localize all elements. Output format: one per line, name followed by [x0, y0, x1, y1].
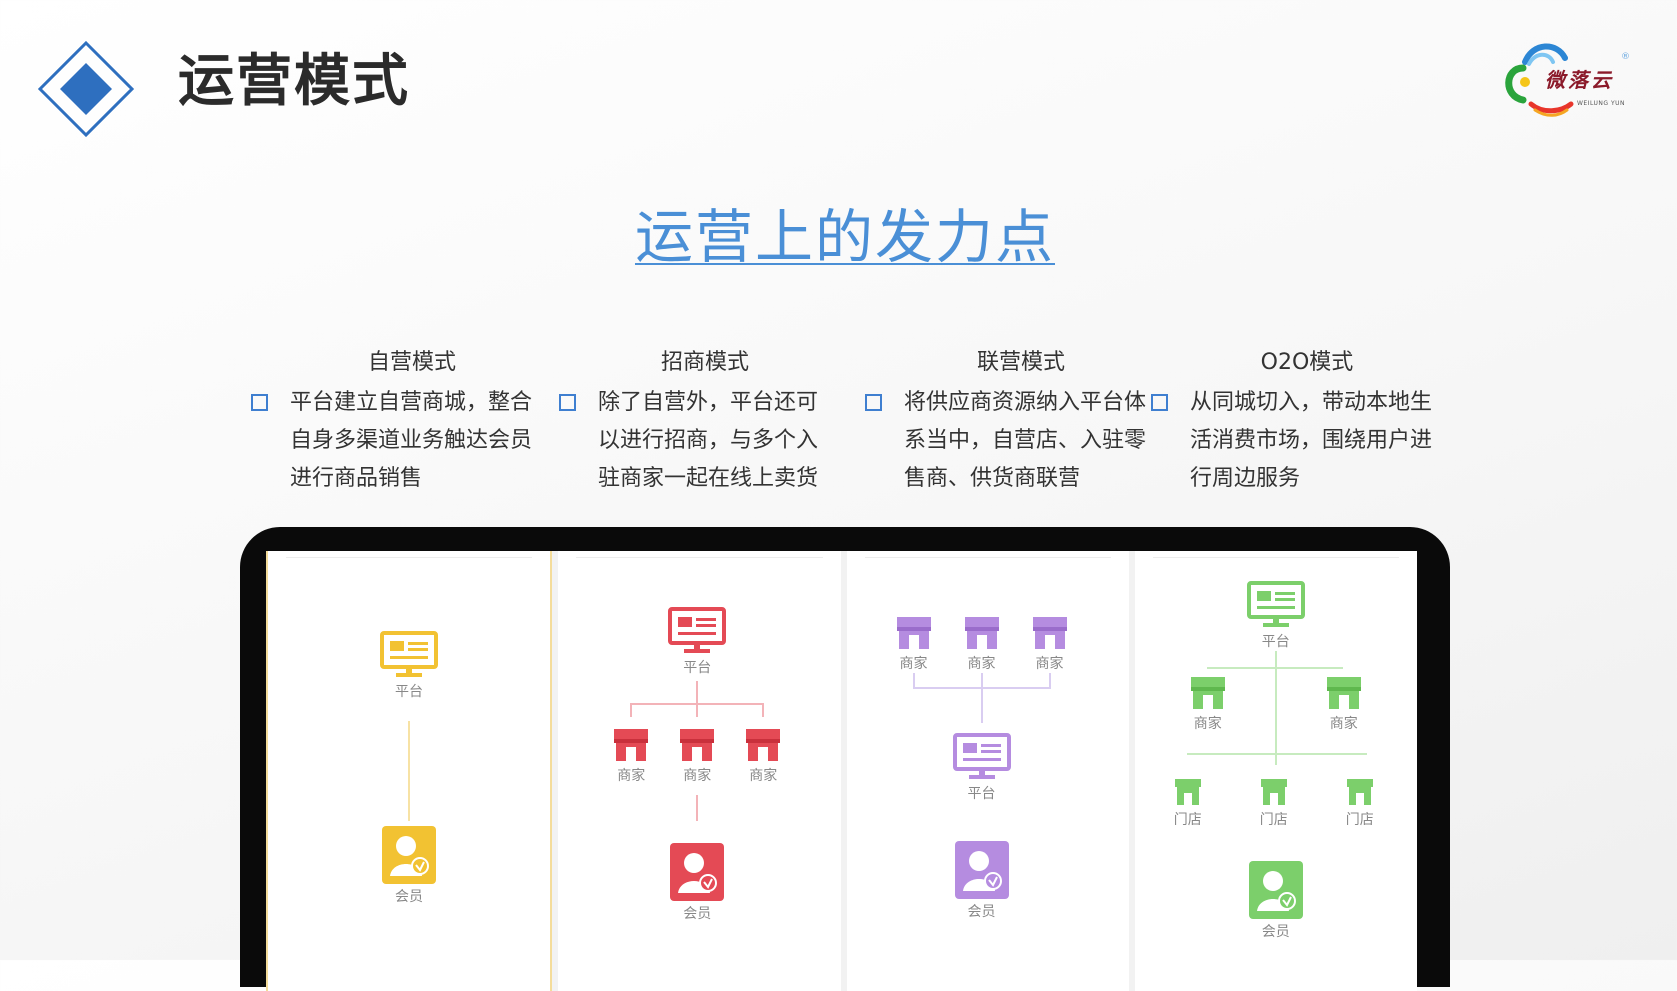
mode-description: 除了自营外，平台还可以进行招商，与多个入驻商家一起在线上卖货	[598, 390, 819, 491]
mode-o2o: O2O模式 从同城切入，带动本地生活消费市场，围绕用户进行周边服务	[1150, 348, 1440, 498]
shop-icon	[680, 729, 715, 761]
monitor-icon	[668, 607, 727, 653]
platform-label: 平台	[1261, 634, 1290, 650]
shop-icon	[896, 617, 931, 649]
merchant-node: 商家	[1031, 615, 1069, 673]
store-node: 门店	[1345, 777, 1375, 829]
merchant-node: 商家	[744, 727, 782, 785]
member-node: 会员	[382, 826, 436, 906]
merchant-label: 商家	[1035, 656, 1064, 672]
merchant-label: 商家	[749, 768, 778, 784]
merchant-label: 商家	[683, 768, 712, 784]
member-label: 会员	[967, 904, 996, 920]
platform-node: 平台	[1246, 581, 1305, 651]
shop-icon	[1190, 677, 1225, 709]
checkbox-bullet-icon	[251, 394, 268, 411]
member-label: 会员	[683, 906, 712, 922]
store-label: 门店	[1173, 812, 1202, 828]
merchant-node: 商家	[612, 727, 650, 785]
store-label: 门店	[1345, 812, 1374, 828]
member-label: 会员	[395, 889, 423, 905]
mode-joint: 联营模式 将供应商资源纳入平台体系当中，自营店、入驻零售商、供货商联营	[864, 348, 1154, 498]
platform-node: 平台	[952, 733, 1011, 803]
store-icon	[1346, 779, 1373, 805]
tablet-frame: 平台 会员 平台	[240, 527, 1450, 991]
store-node: 门店	[1173, 777, 1203, 829]
platform-node: 平台	[668, 607, 727, 677]
mode-self: 自营模式 平台建立自营商城，整合自身多渠道业务触达会员进行商品销售	[250, 348, 550, 498]
merchant-label: 商家	[1193, 716, 1222, 732]
member-node: 会员	[1248, 861, 1303, 941]
merchant-label: 商家	[967, 656, 996, 672]
subtitle-text: 运营上的发力点	[634, 203, 1055, 271]
diagram-o2o: 平台 商家 商家 门店 门店 门店	[1128, 551, 1417, 991]
diagram-screen: 平台 会员 平台	[266, 551, 1417, 991]
diamond-logo-icon	[38, 41, 134, 137]
diagram-invest: 平台 商家 商家 商家	[552, 551, 841, 991]
mode-title: 招商模式	[660, 350, 749, 375]
logo-registered-mark: ®	[1621, 52, 1630, 62]
platform-label: 平台	[683, 660, 712, 676]
store-icon	[1174, 779, 1201, 805]
shop-icon	[614, 729, 649, 761]
mode-description: 将供应商资源纳入平台体系当中，自营店、入驻零售商、供货商联营	[904, 390, 1147, 491]
cloud-logo-icon	[1505, 43, 1574, 117]
checkbox-bullet-icon	[1151, 394, 1168, 411]
diagram-self: 平台 会员	[266, 551, 553, 991]
store-node: 门店	[1259, 777, 1289, 829]
member-icon	[954, 841, 1009, 899]
merchant-node: 商家	[1189, 675, 1227, 733]
mode-invest: 招商模式 除了自营外，平台还可以进行招商，与多个入驻商家一起在线上卖货	[558, 348, 828, 498]
merchant-node: 商家	[678, 727, 716, 785]
checkbox-bullet-icon	[559, 394, 576, 411]
brand-logo: 微落云 WEILUNG YUN ®	[1495, 38, 1635, 124]
shop-icon	[964, 617, 999, 649]
merchant-label: 商家	[899, 656, 928, 672]
merchant-node: 商家	[1325, 675, 1363, 733]
shop-icon	[1032, 617, 1067, 649]
member-node: 会员	[670, 843, 725, 923]
platform-node: 平台	[380, 631, 438, 701]
checkbox-bullet-icon	[865, 394, 882, 411]
merchant-node: 商家	[963, 615, 1001, 673]
logo-subtext: WEILUNG YUN	[1577, 100, 1626, 107]
diagram-joint: 商家 商家 商家 平台	[840, 551, 1129, 991]
page-title: 运营模式	[178, 49, 410, 114]
section-subtitle: 运营上的发力点	[0, 200, 1677, 274]
mode-description: 平台建立自营商城，整合自身多渠道业务触达会员进行商品销售	[290, 390, 533, 491]
platform-label: 平台	[395, 684, 423, 700]
merchant-label: 商家	[1329, 716, 1358, 732]
member-icon	[1248, 861, 1303, 919]
store-label: 门店	[1259, 812, 1288, 828]
monitor-icon	[1246, 581, 1305, 627]
merchant-node: 商家	[895, 615, 933, 673]
platform-label: 平台	[967, 786, 996, 802]
member-node: 会员	[954, 841, 1009, 921]
member-label: 会员	[1261, 924, 1290, 940]
monitor-icon	[952, 733, 1011, 779]
monitor-icon	[380, 631, 438, 677]
shop-icon	[746, 729, 781, 761]
mode-description: 从同城切入，带动本地生活消费市场，围绕用户进行周边服务	[1190, 390, 1433, 491]
merchant-label: 商家	[617, 768, 646, 784]
member-icon	[382, 826, 436, 884]
store-icon	[1260, 779, 1287, 805]
mode-title: 联营模式	[976, 350, 1065, 375]
mode-title: 自营模式	[367, 350, 456, 375]
member-icon	[670, 843, 725, 901]
logo-text: 微落云	[1545, 68, 1614, 92]
shop-icon	[1326, 677, 1361, 709]
mode-title: O2O模式	[1260, 350, 1354, 375]
